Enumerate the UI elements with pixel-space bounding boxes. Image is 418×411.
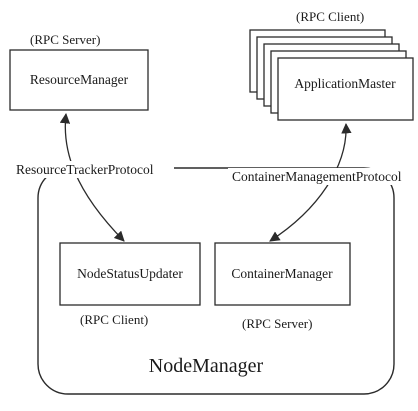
container-manager-node: ContainerManager (RPC Server)	[214, 242, 351, 331]
resource-manager-label: ResourceManager	[30, 72, 129, 87]
container-management-arrow	[269, 122, 352, 242]
node-manager-label: NodeManager	[149, 355, 264, 377]
resource-manager-role-label: (RPC Server)	[30, 32, 100, 47]
resource-manager-box	[9, 49, 149, 111]
node-status-updater-role-label: (RPC Client)	[80, 312, 148, 327]
container-management-connector: ContainerManagementProtocol	[228, 122, 414, 242]
application-master-role-label: (RPC Client)	[296, 9, 364, 24]
resource-tracker-label-bg	[14, 161, 174, 178]
container-management-protocol-label: ContainerManagementProtocol	[232, 169, 402, 184]
container-manager-box	[214, 242, 351, 306]
container-manager-label: ContainerManager	[231, 266, 333, 281]
container-manager-role-label: (RPC Server)	[242, 316, 312, 331]
resource-manager-node: (RPC Server) ResourceManager	[9, 32, 149, 111]
application-master-stack: (RPC Client) ApplicationMaster	[249, 9, 414, 121]
application-master-box	[277, 57, 414, 121]
container-management-label-bg	[228, 168, 414, 185]
node-status-updater-node: NodeStatusUpdater (RPC Client)	[59, 242, 201, 327]
resource-tracker-protocol-label: ResourceTrackerProtocol	[16, 162, 154, 177]
resource-tracker-connector: ResourceTrackerProtocol	[14, 112, 174, 242]
node-status-updater-box	[59, 242, 201, 306]
application-master-label: ApplicationMaster	[294, 76, 396, 91]
node-status-updater-label: NodeStatusUpdater	[77, 266, 183, 281]
